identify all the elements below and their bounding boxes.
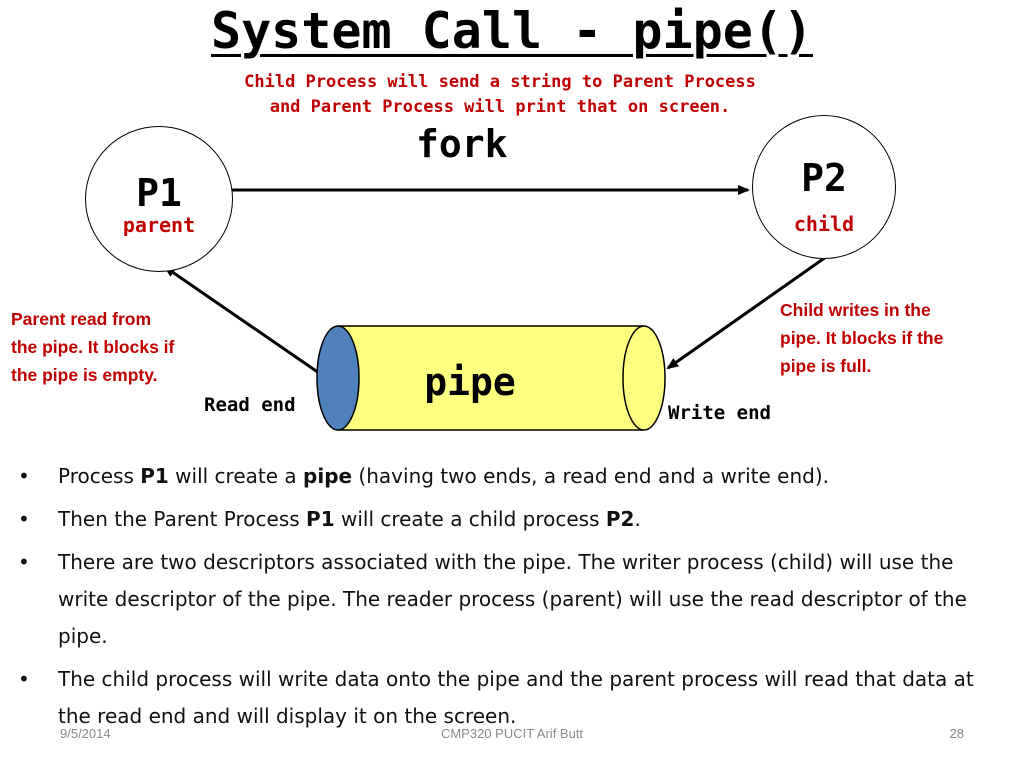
pipe-write-cap [622,325,666,431]
fork-label: fork [416,122,508,166]
p2-role: child [793,212,855,236]
slide-title: System Call - pipe() [0,2,1024,60]
slide-subtitle: Child Process will send a string to Pare… [200,70,800,120]
bullet-list: Process P1 will create a pipe (having tw… [14,458,1004,741]
pipe-read-cap [316,325,360,431]
pipe-cylinder [316,325,666,431]
pipe-body [338,326,644,430]
footer-center: CMP320 PUCIT Arif Butt [440,726,584,741]
read-end-label: Read end [204,394,296,416]
child-note: Child writes in the pipe. It blocks if t… [780,296,943,380]
process-p2-circle: P2 child [752,115,896,259]
parent-note-line-1: Parent read from [11,309,152,329]
bullet-item: Process P1 will create a pipe (having tw… [14,458,1004,495]
write-end-label: Write end [668,402,771,424]
footer-page-number: 28 [949,726,964,741]
footer-date: 9/5/2014 [60,726,111,741]
child-note-line-1: Child writes in the [780,300,931,320]
p1-name: P1 [136,171,182,215]
parent-note-line-2: the pipe. It blocks if [11,337,175,357]
child-note-line-2: pipe. It blocks if the [780,328,944,348]
bullet-item: The child process will write data onto t… [14,661,1004,735]
process-p1-circle: P1 parent [85,126,233,272]
child-note-line-3: pipe is full. [780,356,872,376]
p1-role: parent [122,213,196,237]
p2-name: P2 [801,156,847,200]
slide-title-text: System Call - pipe() [210,2,814,60]
bullet-item: There are two descriptors associated wit… [14,544,1004,655]
subtitle-line-1: Child Process will send a string to Pare… [244,72,756,92]
subtitle-line-2: and Parent Process will print that on sc… [269,97,731,117]
parent-note-line-3: the pipe is empty. [11,365,158,385]
write-arrow [666,255,827,370]
read-arrow [163,265,323,377]
parent-note: Parent read from the pipe. It blocks if … [11,305,174,389]
pipe-label: pipe [424,360,516,404]
bullet-item: Then the Parent Process P1 will create a… [14,501,1004,538]
